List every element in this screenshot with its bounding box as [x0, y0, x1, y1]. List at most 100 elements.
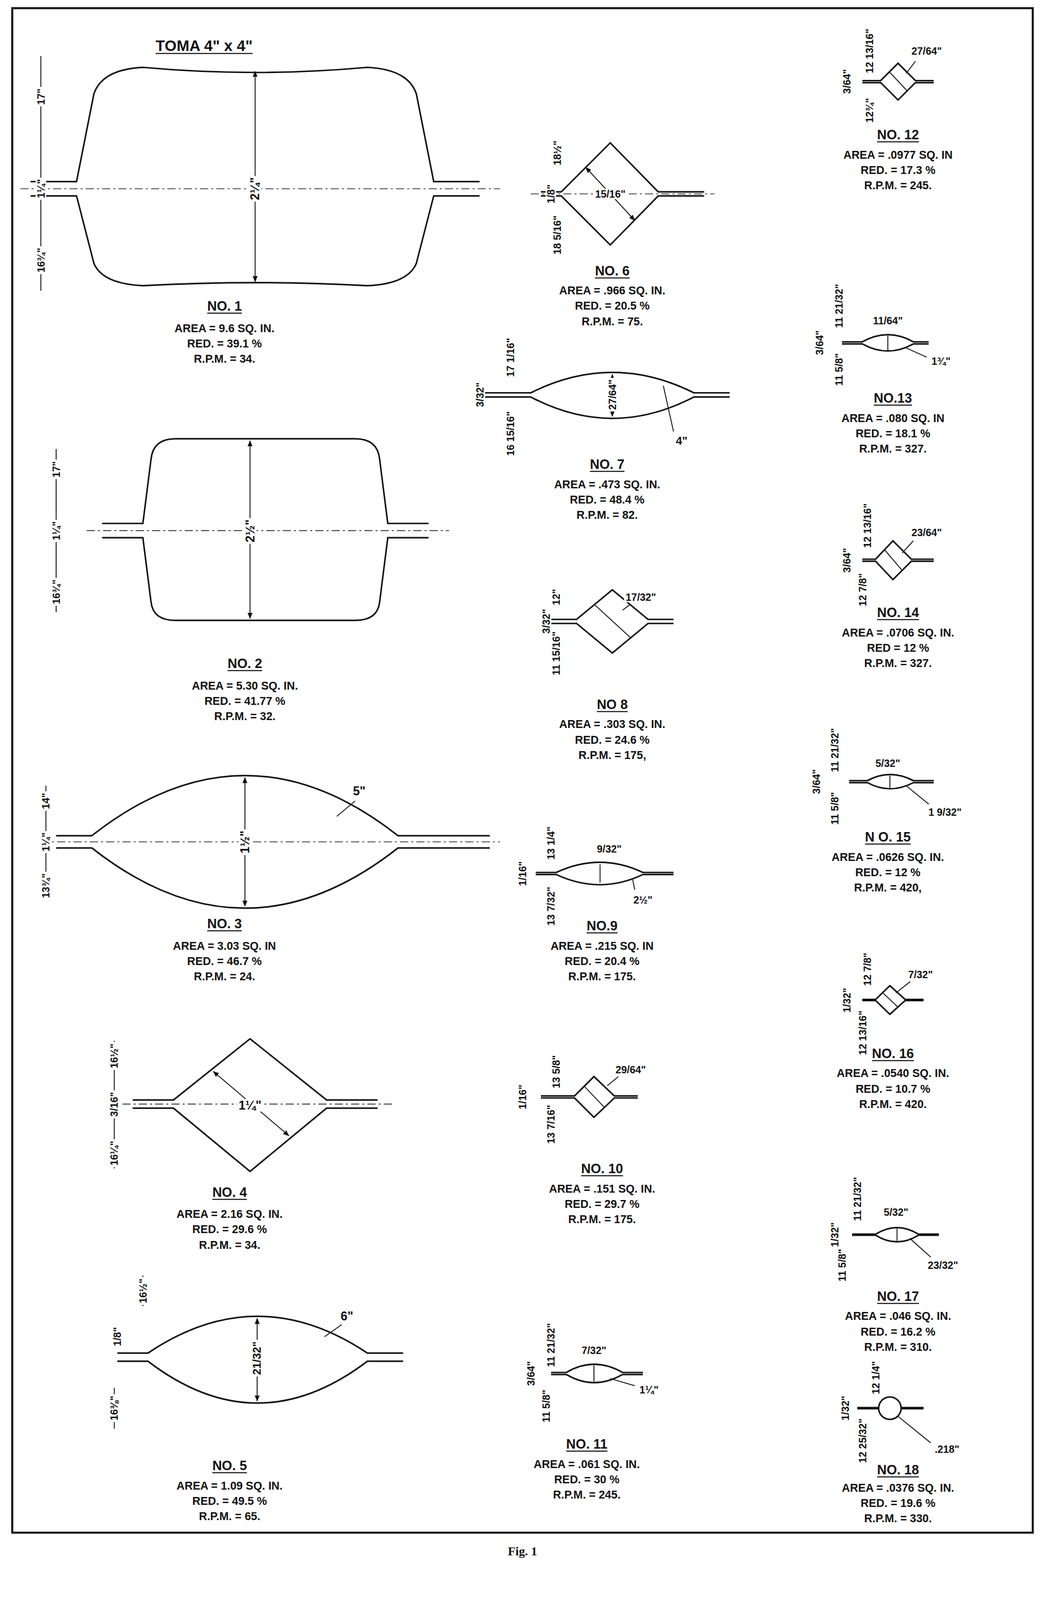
dimension-label: 27/64" [607, 377, 618, 412]
frame-border [12, 8, 1033, 1533]
dimension-label: 11 21/32" [829, 726, 840, 774]
pass-number: NO. 16 [870, 1046, 916, 1060]
section-heading: TOMA 4" x 4" [154, 37, 254, 55]
dimension-label: 12 7/8" [862, 951, 873, 988]
pass-data: R.P.M. = 65. [197, 1510, 262, 1523]
dimension-label: 12 7/8" [856, 571, 868, 609]
dimension-label: 2½" [631, 894, 654, 906]
pass-data: RED = 12 % [865, 642, 931, 654]
dimension-label: 12 13/16" [864, 27, 875, 76]
pass-number: NO. 18 [875, 1462, 921, 1477]
figure-caption: Fig. 1 [506, 1544, 539, 1558]
pass-number: NO. 4 [210, 1184, 249, 1199]
dimension-label: 16½" [137, 1276, 149, 1305]
pass-data: AREA = .966 SQ. IN. [557, 284, 668, 297]
pass-data: R.P.M. = 24. [192, 970, 258, 983]
pass-data: R.P.M. = 82. [575, 509, 640, 521]
pass-number: N O. 15 [863, 830, 913, 844]
pass-data: AREA = .473 SQ. IN. [552, 478, 662, 491]
dimension-label: 2¼" [248, 175, 262, 202]
dimension-label: 11/64" [871, 314, 905, 326]
dimension-label: 12 1/4" [870, 1359, 881, 1396]
pass-data: AREA = 1.09 SQ. IN. [175, 1479, 285, 1492]
pass-data: RED. = 29.6 % [190, 1223, 269, 1236]
dimension-label: 11 5/8" [540, 1388, 552, 1424]
pass-data: RED. = 12 % [853, 866, 922, 879]
dimension-label: 3/16" [108, 1090, 120, 1119]
pass-number: NO. 5 [210, 1458, 249, 1473]
dimension-label: 11 5/8" [833, 351, 845, 388]
pass-data: AREA = .0376 SQ. IN. [839, 1481, 956, 1494]
pass-data: RED. = 10.7 % [854, 1082, 932, 1095]
pass-data: R.P.M. = 420, [852, 882, 924, 894]
pass-data: AREA = .0977 SQ. IN [841, 149, 955, 161]
dimension-label: 1/8" [111, 1325, 123, 1348]
dimension-label: 7/32" [579, 1344, 608, 1356]
pass-data: AREA = .0540 SQ. IN. [835, 1067, 951, 1080]
dimension-label: 12" [550, 587, 562, 607]
pass-data: AREA = .061 SQ. IN. [531, 1458, 642, 1471]
dimension-label: 16¾" [50, 578, 62, 607]
dimension-label: 21/32" [251, 1339, 263, 1377]
dimension-label: 27/64" [909, 45, 944, 57]
dimension-label: 1/32" [829, 1221, 840, 1249]
pass-number: NO. 3 [205, 916, 244, 931]
dimension-label: 11 21/32" [833, 282, 845, 331]
pass-data: RED. = 46.7 % [185, 955, 264, 968]
pass-data: AREA = .303 SQ. IN. [557, 718, 668, 731]
pass-data: R.P.M. = 310. [862, 1340, 934, 1353]
pass-data: R.P.M. = 32. [212, 710, 278, 723]
dimension-label: 1¼" [638, 1384, 661, 1396]
pass-data: AREA = .151 SQ. IN. [547, 1182, 657, 1195]
dimension-label: 5/32" [874, 757, 903, 769]
dimension-label: 1/32" [841, 986, 853, 1014]
dimension-label: 12¾" [864, 96, 875, 125]
dimension-label: 2½" [243, 517, 256, 544]
dimension-label: 3/32" [540, 607, 552, 636]
dimension-label: 11 21/32" [852, 1175, 863, 1223]
dimension-label: 12 13/16" [862, 501, 873, 550]
dimension-label: 12 25/32" [856, 1417, 868, 1465]
dimension-label: 1/16" [517, 859, 528, 888]
pass-data: AREA = .046 SQ. IN. [843, 1310, 953, 1323]
pass-data: AREA = .215 SQ. IN [548, 939, 655, 952]
dimension-label: 29/64" [613, 1063, 648, 1075]
dimension-label: 13 7/16" [545, 1103, 557, 1146]
dimension-label: 23/32" [926, 1259, 960, 1271]
pass-data: AREA = .080 SQ. IN [839, 412, 947, 425]
dimension-label: 1/32" [839, 1394, 850, 1423]
pass-data: R.P.M. = 327. [857, 443, 929, 455]
pass-number: NO. 17 [875, 1288, 921, 1303]
pass-data: AREA = 2.16 SQ. IN. [175, 1208, 285, 1221]
dimension-label: 14" [40, 791, 51, 812]
dimension-label: 17 1/16" [505, 336, 516, 379]
dimension-label: 23/64" [909, 527, 944, 538]
dimension-label: 1 9/32" [926, 806, 963, 818]
pass-data: AREA = 9.6 SQ. IN. [172, 322, 276, 335]
dimension-label: 1/8" [545, 182, 557, 206]
dimension-label: 17" [50, 459, 62, 480]
pass-outlines [30, 63, 939, 1420]
pass-data: R.P.M. = 245. [862, 179, 934, 192]
pass-number: NO. 1 [205, 299, 244, 313]
dimension-label: 16 15/16" [505, 410, 516, 458]
dimension-label: 11 5/8" [836, 1247, 848, 1284]
dimension-label: 4" [674, 434, 690, 447]
pass-data: R.P.M. = 34. [192, 353, 258, 365]
dimension-label: 16¼" [108, 1139, 120, 1167]
dimension-label: 1/16" [517, 1083, 528, 1112]
dimension-label: 3/64" [841, 67, 853, 96]
dimension-label: .218" [933, 1443, 961, 1455]
pass-data: AREA = 5.30 SQ. IN. [190, 679, 300, 692]
pass-data: R.P.M. = 75. [579, 315, 645, 327]
dimension-label: 1¼" [40, 831, 51, 854]
dimension-label: 13 5/8" [550, 1053, 562, 1090]
pass-data: AREA = 3.03 SQ. IN [171, 939, 278, 952]
pass-data: R.P.M. = 330. [862, 1512, 934, 1525]
pass-data: RED. = 41.77 % [202, 694, 288, 707]
dimension-label: 11 5/8" [829, 790, 840, 827]
dimension-label: 16¾" [35, 246, 47, 275]
dimension-label: 11 15/16" [550, 629, 562, 678]
pass-data: RED. = 49.5 % [190, 1495, 269, 1508]
